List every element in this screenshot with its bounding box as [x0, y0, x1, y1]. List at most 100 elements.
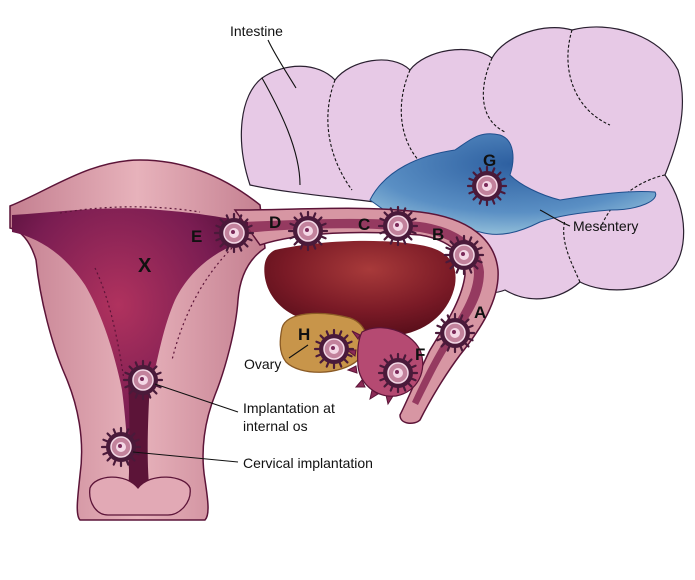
embryo-villus	[311, 241, 317, 250]
embryo-villus	[389, 207, 395, 216]
embryo-villus	[455, 265, 461, 274]
embryo-villus	[299, 241, 305, 250]
embryo-villus	[337, 359, 343, 368]
label-internal-os-line2: internal os	[243, 418, 308, 434]
embryo-villus	[151, 388, 158, 395]
embryo-nucleus	[118, 444, 122, 448]
embryo-villus	[293, 216, 300, 223]
embryo-villus	[379, 217, 388, 223]
embryo-villus	[436, 324, 445, 330]
embryo-villus	[389, 383, 395, 392]
leader-intestine	[267, 39, 297, 89]
embryo-villus	[325, 330, 331, 339]
embryo-villus	[299, 212, 305, 221]
embryo-villus	[383, 211, 390, 218]
embryo-villus	[379, 364, 388, 370]
embryo-villus	[468, 189, 477, 195]
embryo-villus	[293, 239, 300, 246]
embryo-site-b	[443, 234, 485, 276]
embryo-villus	[379, 376, 388, 382]
embryo-villus	[344, 352, 353, 358]
cervix	[89, 476, 191, 516]
embryo-villus	[408, 364, 417, 370]
embryo-villus	[237, 243, 243, 252]
embryo-villus	[401, 383, 407, 392]
embryo-site-f	[377, 352, 419, 394]
leader-lines	[132, 39, 571, 463]
embryo-villus	[383, 358, 390, 365]
intestine-fold-line	[567, 29, 611, 126]
site-letter-x: X	[138, 255, 152, 277]
embryo-villus	[490, 196, 496, 205]
site-letter-g: G	[483, 151, 496, 170]
embryo-site-internal-os	[122, 359, 164, 401]
site-letter-d: D	[269, 213, 281, 232]
embryo-villus	[106, 432, 113, 439]
embryo-villus	[151, 365, 158, 372]
text-labels: Intestine Mesentery Ovary Implantation a…	[230, 23, 638, 471]
embryo-villus	[446, 343, 452, 352]
embryo-villus	[401, 354, 407, 363]
site-letter-b: B	[432, 225, 444, 244]
embryo-villus	[495, 194, 502, 201]
embryo-villus	[153, 371, 162, 377]
embryo-villus	[401, 236, 407, 245]
mesentery-membrane	[369, 133, 657, 235]
embryo-villus	[315, 352, 324, 358]
embryo-villus	[401, 207, 407, 216]
embryo-site-c	[377, 205, 419, 247]
embryo-nucleus	[484, 183, 488, 187]
embryo-villus	[467, 265, 473, 274]
embryo-villus	[465, 336, 474, 342]
embryo-villus	[242, 218, 249, 225]
embryo-villus	[408, 229, 417, 235]
embryo-villus	[495, 171, 502, 178]
label-cervical: Cervical implantation	[243, 455, 373, 471]
embryo-villus	[497, 177, 506, 183]
embryo-villus	[128, 365, 135, 372]
embryo-villus	[244, 224, 253, 230]
endometrium-fringe	[94, 267, 125, 381]
intestine-fold-line	[400, 69, 421, 163]
label-intestine: Intestine	[230, 23, 283, 39]
embryo-villus	[225, 214, 231, 223]
fimbria	[346, 365, 358, 374]
embryo-villus	[325, 359, 331, 368]
embryo-sites	[100, 165, 508, 468]
embryo-villus	[440, 318, 447, 325]
fimbriae	[345, 330, 394, 406]
leader-mesentery	[539, 209, 571, 227]
embryo-villus	[129, 432, 136, 439]
embryo-villus	[134, 361, 140, 370]
embryo-villus	[124, 383, 133, 389]
label-ovary: Ovary	[244, 356, 281, 372]
embryo-villus	[289, 222, 298, 228]
endometrium-fringe	[59, 206, 201, 214]
embryo-nucleus	[231, 230, 235, 234]
embryo-villus	[408, 217, 417, 223]
endometrium-fringe	[171, 247, 233, 361]
site-letters: A B C D E F G H X	[138, 151, 496, 364]
embryo-nucleus	[395, 370, 399, 374]
embryo-nucleus	[461, 252, 465, 256]
embryo-site-e	[213, 212, 255, 254]
embryo-villus	[342, 357, 349, 364]
label-internal-os-line1: Implantation at	[243, 400, 335, 416]
mesentery	[369, 133, 657, 235]
embryo-villus	[408, 376, 417, 382]
site-letter-a: A	[474, 303, 486, 322]
embryo-villus	[389, 354, 395, 363]
embryo-villus	[445, 246, 454, 252]
embryo-villus	[215, 236, 224, 242]
embryo-villus	[344, 340, 353, 346]
leader-cervical	[132, 451, 239, 463]
embryo-site-h	[313, 328, 355, 370]
embryo-villus	[124, 457, 130, 466]
cervical-canal	[128, 380, 150, 495]
embryo-villus	[102, 438, 111, 444]
embryo-villus	[474, 246, 483, 252]
embryo-villus	[289, 234, 298, 240]
fimbria	[354, 379, 366, 388]
embryo-villus	[131, 438, 140, 444]
